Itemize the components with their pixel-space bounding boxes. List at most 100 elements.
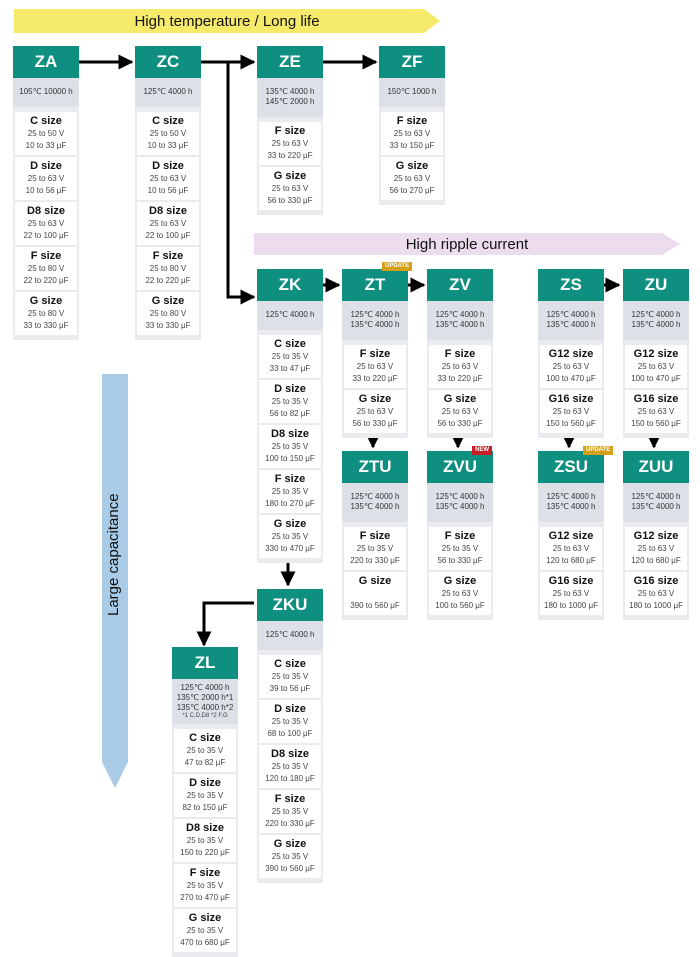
size-name: F size [152,250,184,262]
spec-line: 125℃ 4000 h [265,630,315,639]
size-name: G size [273,170,307,182]
size-name: F size [274,125,306,137]
capacitance-range: 270 to 470 μF [180,893,230,902]
size-name: D size [274,383,306,395]
spec-line: 125℃ 4000 h [631,492,681,501]
voltage-range: 25 to 80 V [27,309,65,318]
size-name: D size [152,160,184,172]
size-name: F size [189,867,221,879]
capacitance-range: 22 to 100 μF [145,231,191,240]
voltage-range: 25 to 63 V [441,407,479,416]
size-name: F size [396,115,428,127]
spec-line: 125℃ 4000 h [265,310,315,319]
series-title: ZKU [257,589,323,621]
capacitance-range: 33 to 47 μF [269,364,311,373]
voltage-range: 25 to 35 V [271,762,309,771]
capacitance-range: 100 to 470 μF [546,374,596,383]
spec-line: 135℃ 4000 h [435,320,485,329]
voltage-range: 25 to 35 V [441,544,479,553]
size-name: C size [30,115,62,127]
size-name: G size [395,160,429,172]
series-title: ZS [538,269,604,301]
capacitance-range: 33 to 220 μF [267,151,313,160]
voltage-range: 25 to 63 V [271,184,309,193]
spec-line: 150℃ 1000 h [387,87,437,96]
size-name: F size [274,473,306,485]
capacitance-range: 470 to 680 μF [180,938,230,947]
voltage-range: 25 to 63 V [552,362,590,371]
size-name: G16 size [548,575,594,587]
arrow-zku-zl [196,601,254,647]
voltage-range: 25 to 50 V [27,129,65,138]
spec-line: 135℃ 4000 h [631,502,681,511]
badge-update-zt: UPDATE [382,262,413,271]
size-name: G16 size [633,575,679,587]
spec-line: 135℃ 4000 h [265,87,315,96]
voltage-range: 25 to 35 V [271,397,309,406]
capacitance-range: 180 to 1000 μF [629,601,683,610]
voltage-range: 25 to 63 V [393,174,431,183]
banner-high-temperature: High temperature / Long life [14,9,440,33]
spec-line: 125℃ 4000 h [546,310,596,319]
series-title: ZT [342,269,408,301]
capacitance-range: 33 to 330 μF [23,321,69,330]
series-title: ZF [379,46,445,78]
voltage-range: 25 to 35 V [271,532,309,541]
series-title: ZC [135,46,201,78]
capacitance-range: 56 to 330 μF [352,419,398,428]
size-name: D size [274,703,306,715]
voltage-range: 25 to 35 V [186,881,224,890]
size-name: G12 size [548,348,594,360]
banner-high-ripple: High ripple current [254,233,680,255]
spec-line: 135℃ 4000 h [546,502,596,511]
size-name: G size [273,838,307,850]
voltage-range: 25 to 80 V [149,309,187,318]
series-title: ZA [13,46,79,78]
size-name: D8 size [271,748,309,760]
capacitance-range: 39 to 56 μF [269,684,311,693]
series-title: ZE [257,46,323,78]
spec-line: 135℃ 4000 h [350,320,400,329]
capacitance-range: 56 to 82 μF [269,409,311,418]
size-name: G16 size [633,393,679,405]
size-name: F size [359,348,391,360]
spec-line: 125℃ 4000 h [350,492,400,501]
capacitance-range: 33 to 220 μF [437,374,483,383]
voltage-range: 25 to 63 V [441,362,479,371]
voltage-range: 25 to 63 V [552,589,590,598]
capacitance-range: 33 to 150 μF [389,141,435,150]
size-block: D size 25 to 35 V 56 to 82 μF [259,380,321,423]
spec-line: 125℃ 4000 h [435,492,485,501]
capacitance-range: 120 to 680 μF [546,556,596,565]
series-title: ZK [257,269,323,301]
size-name: C size [274,658,306,670]
size-name: C size [152,115,184,127]
voltage-range: 25 to 80 V [27,264,65,273]
